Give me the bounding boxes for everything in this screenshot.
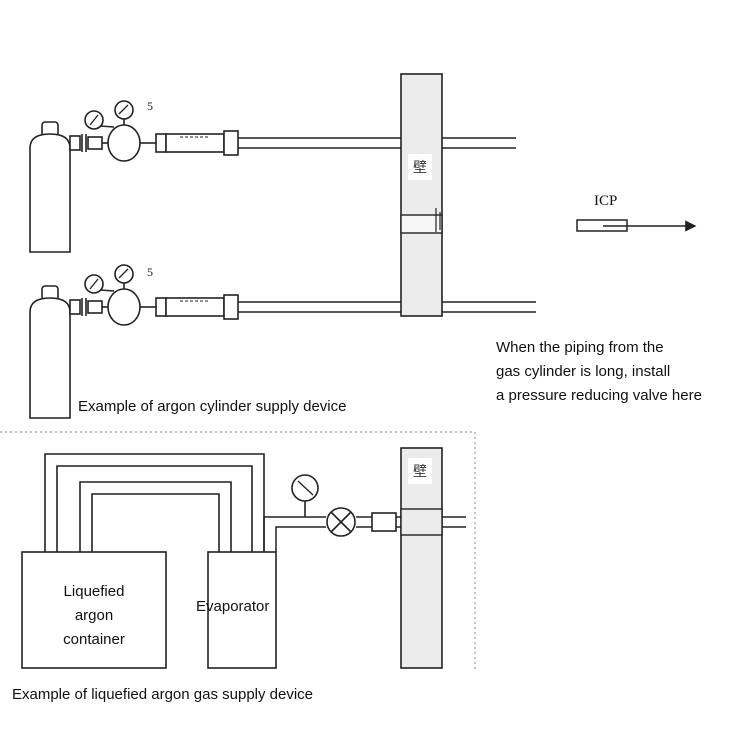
upper-caption: Example of argon cylinder supply device [78,398,347,415]
container-label: Liquefied argon container [22,580,166,652]
regulator-2-label: 5 [147,265,153,279]
note-line: When the piping from the [496,339,664,356]
icp-inlet [576,219,697,232]
gas-cylinder-1 [29,121,71,253]
gas-pipe-1 [238,137,516,149]
transfer-pipe [44,453,265,552]
wall-upper [400,73,443,317]
pressure-gauge [291,474,319,517]
note-line: a pressure reducing valve here [496,387,702,404]
wall-lower-glyph: 壁 [413,464,427,480]
section-divider [0,431,476,672]
wall-lower [400,447,443,669]
lower-caption: Example of liquefied argon gas supply de… [12,686,314,703]
evaporator [207,551,277,669]
pressure-regulator-1 [69,100,167,162]
icp-label: ICP [594,193,617,209]
note-line: gas cylinder is long, install [496,363,671,380]
pressure-valve-note: When the piping from the gas cylinder is… [496,336,702,408]
pressure-regulator-2 [69,264,167,326]
container-label-line: container [63,631,125,648]
container-label-line: argon [74,607,114,624]
container-label-line: Liquefied [63,583,125,600]
wall-upper-glyph: 壁 [413,160,427,176]
inline-filter-1 [165,130,239,156]
evaporator-label: Evaporator [196,598,270,615]
pipe-connector [371,512,397,532]
gas-cylinder-2 [29,285,71,419]
inline-filter-2 [165,294,239,320]
gas-pipe-2 [238,301,536,313]
regulator-1-label: 5 [147,99,153,113]
shutoff-valve [326,507,356,537]
liquefied-argon-container [21,551,167,669]
